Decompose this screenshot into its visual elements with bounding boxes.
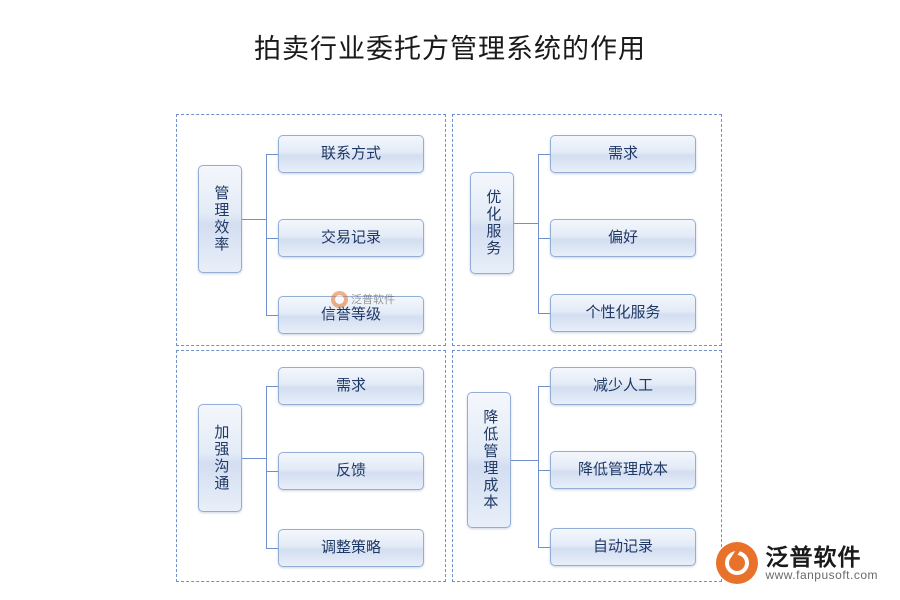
connector-q2-spine [538,154,539,314]
brand-logo: 泛普软件 www.fanpusoft.com [716,542,878,584]
group-root-node-q1[interactable]: 管理效率 [198,165,242,273]
group-leaf-node-q3-1[interactable]: 需求 [278,367,424,405]
connector-q4-branch-3 [538,547,550,548]
group-leaf-node-q1-2[interactable]: 交易记录 [278,219,424,257]
group-leaf-node-q1-1[interactable]: 联系方式 [278,135,424,173]
group-panel-cost-reduction [452,350,722,582]
brand-logo-texts: 泛普软件 www.fanpusoft.com [765,543,878,582]
group-leaf-node-q4-2[interactable]: 降低管理成本 [550,451,696,489]
connector-q4-branch-2 [538,470,550,471]
connector-q1-branch-3 [266,315,278,316]
connector-q1-branch-1 [266,154,278,155]
group-leaf-node-q3-3[interactable]: 调整策略 [278,529,424,567]
connector-q3-branch-2 [266,471,278,472]
group-root-node-q2[interactable]: 优化服务 [470,172,514,274]
brand-logo-icon [716,542,759,584]
group-panel-management-efficiency [176,114,446,346]
group-leaf-node-q1-3[interactable]: 信誉等级 [278,296,424,334]
group-leaf-node-q3-2[interactable]: 反馈 [278,452,424,490]
connector-q3-spine [266,386,267,548]
connector-q3-branch-3 [266,548,278,549]
connector-q3-root [242,458,266,459]
group-panel-communication [176,350,446,582]
connector-q4-spine [538,386,539,547]
page-title: 拍卖行业委托方管理系统的作用 [254,34,646,64]
connector-q1-spine [266,154,267,316]
brand-url: www.fanpusoft.com [765,567,878,582]
connector-q4-branch-1 [538,386,550,387]
connector-q2-root [514,223,538,224]
group-root-node-q3[interactable]: 加强沟通 [198,404,242,512]
group-leaf-node-q4-3[interactable]: 自动记录 [550,528,696,566]
connector-q1-branch-2 [266,238,278,239]
connector-q4-root [511,460,538,461]
group-leaf-node-q4-1[interactable]: 减少人工 [550,367,696,405]
group-root-node-q4[interactable]: 降低管理成本 [467,392,511,528]
connector-q2-branch-2 [538,238,550,239]
brand-name: 泛普软件 [765,543,862,570]
connector-q2-branch-3 [538,313,550,314]
group-leaf-node-q2-3[interactable]: 个性化服务 [550,294,696,332]
group-leaf-node-q2-2[interactable]: 偏好 [550,219,696,257]
group-leaf-node-q2-1[interactable]: 需求 [550,135,696,173]
group-panel-service-optimization [452,114,722,346]
connector-q1-root [242,219,266,220]
connector-q3-branch-1 [266,386,278,387]
connector-q2-branch-1 [538,154,550,155]
